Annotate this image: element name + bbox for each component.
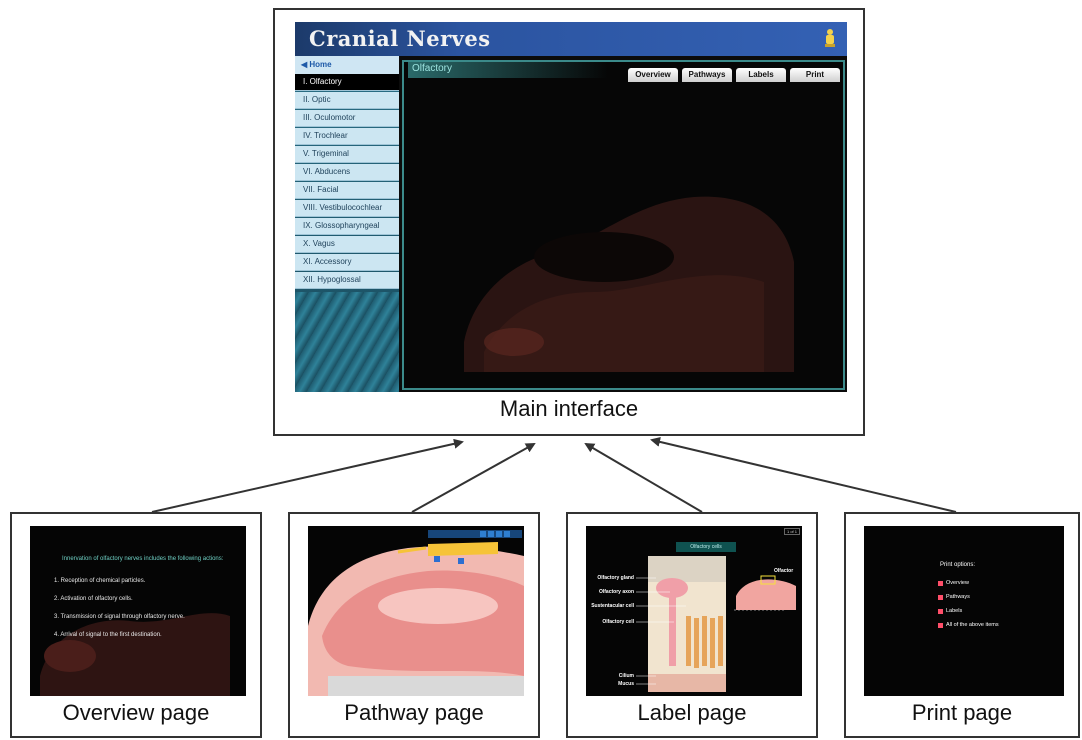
sidebar-item-trigeminal[interactable]: V. Trigeminal (295, 146, 399, 163)
overview-background-illustration (40, 613, 230, 696)
overview-item: 3. Transmission of signal through olfact… (54, 614, 185, 620)
print-option-labels[interactable]: Labels (937, 608, 963, 614)
label-olfactory-gland: Olfactory gland (597, 575, 634, 581)
sidebar-item-olfactory[interactable]: I. Olfactory (295, 74, 399, 91)
label-cilium: Cilium (618, 673, 634, 679)
arrow-pathway-to-main (411, 443, 536, 513)
print-page-box: Print options: Overview Pathways Labels … (844, 512, 1080, 738)
print-caption: Print page (911, 700, 1013, 725)
pathway-page-box: Pathway page (288, 512, 540, 738)
print-option-all[interactable]: All of the above items (938, 622, 999, 628)
tab-labels[interactable]: Labels (736, 68, 786, 82)
sidebar-item-facial[interactable]: VII. Facial (295, 182, 399, 199)
nasal-anatomy-illustration (464, 196, 794, 372)
main-interface-box: Cranial Nerves ◀ Home I. Olfactory II. O… (273, 8, 865, 436)
sidebar-item-optic[interactable]: II. Optic (295, 92, 399, 109)
label-page-box: Olfactory cells 1 of 1 Olfactor Olfactor… (566, 512, 818, 738)
trophy-logo-icon (825, 29, 835, 47)
arrow-label-to-main (584, 442, 703, 513)
arrow-overview-to-main (151, 438, 464, 513)
label-olfactory-axon: Olfactory axon (598, 589, 634, 595)
sidebar-item-accessory[interactable]: XI. Accessory (295, 254, 399, 271)
label-side-text: Olfactor (774, 568, 794, 574)
sidebar-item-glossopharyngeal[interactable]: IX. Glossopharyngeal (295, 218, 399, 235)
overview-screen: Innervation of olfactory nerves includes… (30, 526, 246, 696)
label-mucus: Mucus (618, 681, 634, 687)
app-window: Cranial Nerves ◀ Home I. Olfactory II. O… (295, 22, 847, 392)
label-olfactory-cell: Olfactory cell (602, 619, 634, 625)
tab-print[interactable]: Print (790, 68, 840, 82)
olfactory-cells-illustration (586, 526, 802, 696)
sidebar-item-oculomotor[interactable]: III. Oculomotor (295, 110, 399, 127)
arrow-print-to-main (650, 436, 957, 513)
tab-overview[interactable]: Overview (628, 68, 678, 82)
sidebar-decorative-art (295, 292, 399, 392)
label-sustentacular-cell: Sustentacular cell (591, 603, 634, 609)
sidebar-item-vestibulocochlear[interactable]: VIII. Vestibulocochlear (295, 200, 399, 217)
tab-pathways[interactable]: Pathways (682, 68, 732, 82)
overview-item: 4. Arrival of signal to the first destin… (54, 632, 162, 638)
print-screen: Print options: Overview Pathways Labels … (864, 526, 1064, 696)
label-screen: Olfactory cells 1 of 1 Olfactor Olfactor… (586, 526, 802, 696)
label-caption: Label page (637, 700, 747, 725)
app-title: Cranial Nerves (309, 26, 491, 51)
main-interface-caption: Main interface (499, 396, 639, 421)
content-title: Olfactory (408, 62, 608, 78)
overview-page-box: Innervation of olfactory nerves includes… (10, 512, 262, 738)
sidebar-item-abducens[interactable]: VI. Abducens (295, 164, 399, 181)
app-header: Cranial Nerves (295, 22, 847, 56)
pathway-caption: Pathway page (344, 700, 484, 725)
sidebar-item-hypoglossal[interactable]: XII. Hypoglossal (295, 272, 399, 289)
print-heading: Print options: (940, 562, 976, 568)
label-page-indicator[interactable]: 1 of 1 (783, 528, 800, 535)
overview-heading: Innervation of olfactory nerves includes… (62, 556, 224, 562)
sidebar: ◀ Home I. Olfactory II. Optic III. Oculo… (295, 56, 399, 392)
sidebar-item-trochlear[interactable]: IV. Trochlear (295, 128, 399, 145)
print-option-overview[interactable]: Overview (938, 580, 969, 586)
sidebar-item-vagus[interactable]: X. Vagus (295, 236, 399, 253)
nasal-pathway-illustration (308, 526, 524, 696)
overview-item: 1. Reception of chemical particles. (54, 578, 146, 584)
label-heading: Olfactory cells (690, 544, 722, 550)
content-frame: Olfactory Overview Pathways Labels Print (402, 60, 845, 390)
overview-item: 2. Activation of olfactory cells. (54, 596, 133, 602)
print-option-pathways[interactable]: Pathways (938, 594, 970, 600)
pathway-screen (308, 526, 524, 696)
overview-caption: Overview page (62, 700, 210, 725)
home-link[interactable]: ◀ Home (295, 56, 399, 74)
